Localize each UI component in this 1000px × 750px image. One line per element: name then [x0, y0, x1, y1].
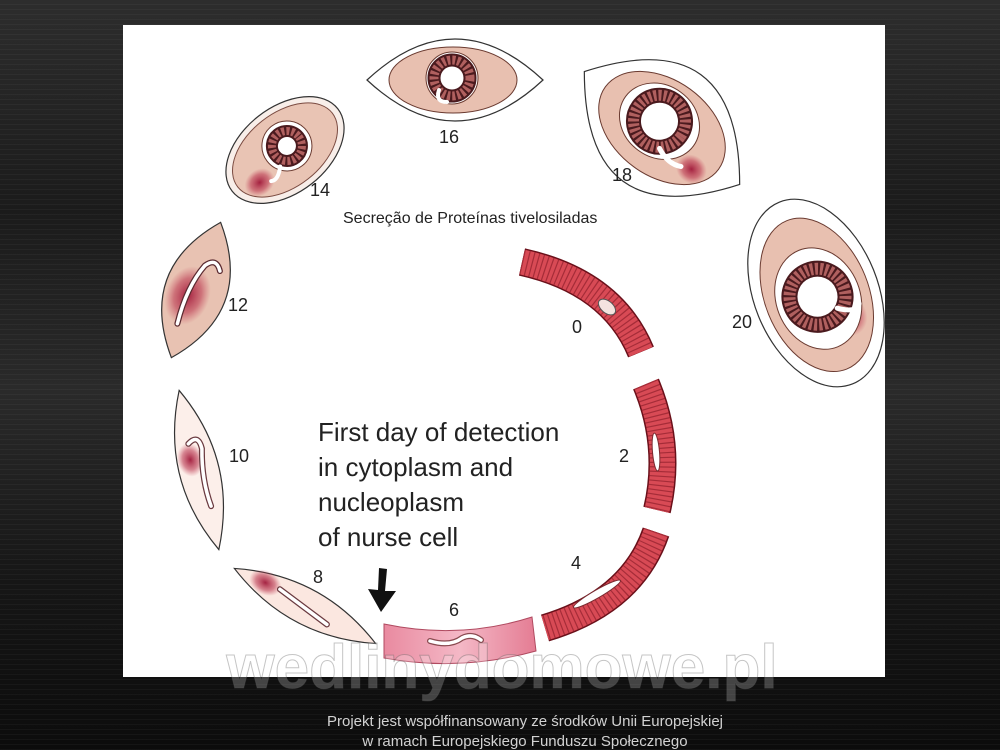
stage-label-6: 6 — [449, 600, 459, 620]
stage-18-cell — [583, 59, 741, 197]
watermark: wedlinydomowe.pl — [225, 633, 777, 702]
stage-label-12: 12 — [228, 295, 248, 315]
stage-0-larva — [597, 298, 617, 316]
stage-label-10: 10 — [229, 446, 249, 466]
stage-16-cell — [366, 38, 544, 122]
stage-12-cell — [161, 221, 231, 359]
stage-10-spot — [177, 443, 204, 477]
secretion-label: Secreção de Proteínas tivelosiladas — [343, 210, 597, 227]
stage-18-spot — [676, 154, 707, 184]
stage-label-8: 8 — [313, 567, 323, 587]
stage-14-cell — [225, 96, 345, 204]
detection-caption: First day of detection in cytoplasm and … — [318, 417, 559, 552]
stage-2-larva — [651, 432, 661, 472]
stage-4-larva — [573, 579, 621, 609]
footer-line-1: Projekt jest współfinansowany ze środków… — [326, 714, 723, 730]
stage-label-0: 0 — [572, 317, 582, 337]
stage-6-cell — [383, 616, 537, 665]
stage-label-2: 2 — [619, 446, 629, 466]
stage-8-cell — [233, 567, 377, 645]
stage-label-4: 4 — [571, 553, 581, 573]
white-panel — [123, 25, 885, 677]
stage-10-cell — [173, 389, 225, 551]
caption-line-3: nucleoplasm — [318, 487, 464, 517]
stage-20-cell — [747, 198, 885, 388]
stage-label-20: 20 — [732, 312, 752, 332]
stage-14-spot — [244, 168, 275, 197]
footer-line-2: w ramach Europejskiego Funduszu Społeczn… — [362, 734, 688, 750]
detection-arrow-icon — [368, 568, 396, 612]
stage-label-14: 14 — [310, 180, 330, 200]
stage-8-spot — [249, 569, 282, 596]
stage-4-muscle-fiber — [540, 527, 670, 642]
stage-0-muscle-fiber — [518, 248, 654, 358]
stage-2-muscle-fiber — [633, 378, 677, 514]
caption-line-1: First day of detection — [318, 417, 559, 447]
caption-line-2: in cytoplasm and — [318, 452, 513, 482]
caption-line-4: of nurse cell — [318, 522, 458, 552]
stage-label-16: 16 — [439, 127, 459, 147]
stage-label-18: 18 — [612, 165, 632, 185]
